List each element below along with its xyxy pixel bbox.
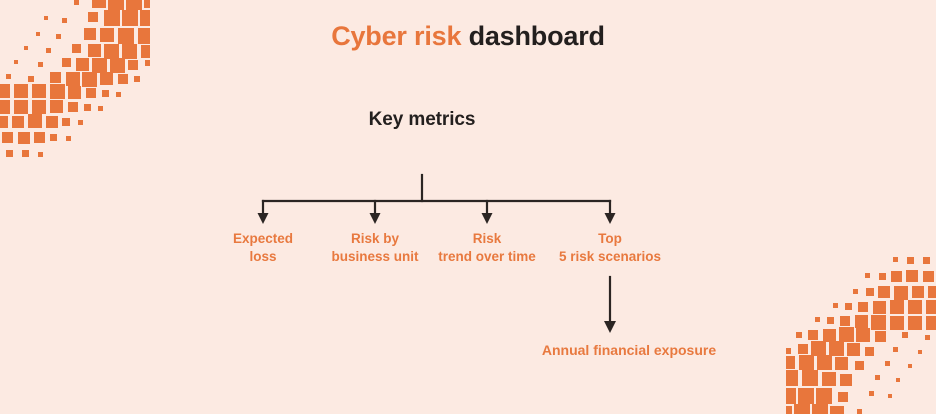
- page-title: Cyber risk dashboard: [0, 21, 936, 52]
- node-label-line1: Risk: [472, 231, 502, 246]
- diagram-node-annual-financial-exposure[interactable]: Annual financial exposure: [542, 341, 716, 360]
- leaf-label-text: Annual financial exposure: [541, 342, 717, 358]
- node-label-line1: Risk by: [350, 231, 400, 246]
- node-label-line1: Expected: [232, 231, 294, 246]
- node-label-line2: loss: [249, 249, 277, 265]
- arrowhead-leaf: [604, 321, 616, 333]
- node-label-line2: business unit: [331, 249, 419, 265]
- diagram-node-top-5-risk-scenarios[interactable]: Top 5 risk scenarios: [559, 230, 661, 266]
- node-label-line1: Top: [598, 231, 622, 246]
- node-label-line2: 5 risk scenarios: [558, 249, 662, 265]
- node-label-line2: trend over time: [438, 249, 536, 265]
- page-title-accent: Cyber risk: [331, 21, 462, 51]
- diagram-node-risk-by-business-unit[interactable]: Risk by business unit: [331, 230, 418, 266]
- diagram-node-expected-loss[interactable]: Expected loss: [233, 230, 293, 266]
- arrowhead-3: [481, 213, 493, 224]
- arrowhead-2: [369, 213, 381, 224]
- arrowhead-1: [257, 213, 269, 224]
- arrowhead-4: [604, 213, 616, 224]
- diagram-node-risk-trend-over-time[interactable]: Risk trend over time: [438, 230, 536, 266]
- diagram-root-label: Key metrics: [368, 109, 476, 130]
- page-title-rest: dashboard: [468, 21, 605, 51]
